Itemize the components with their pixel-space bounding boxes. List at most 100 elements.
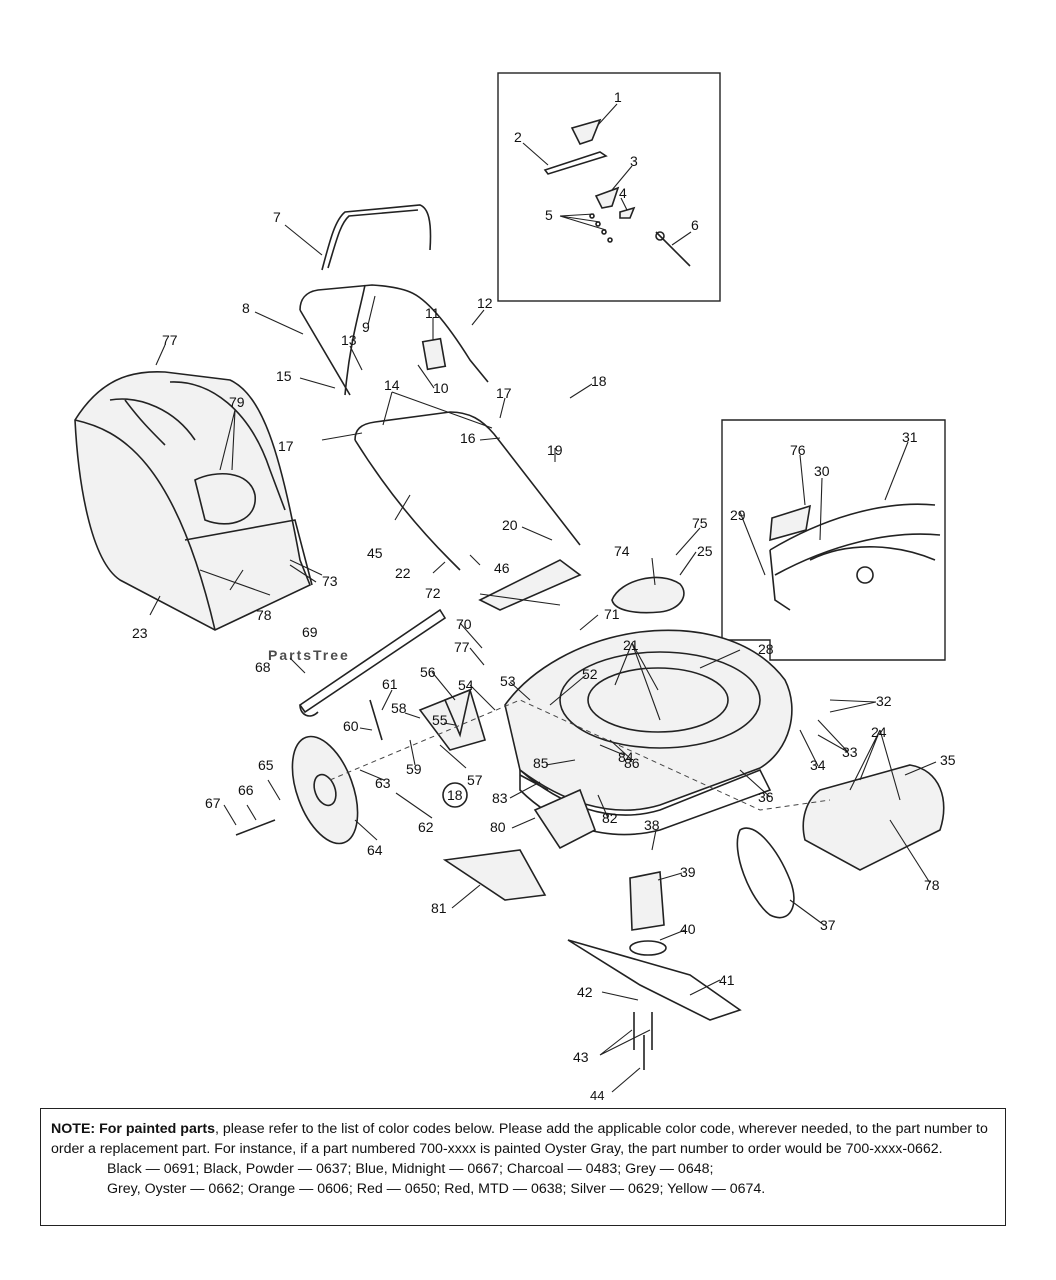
callout-72: 72: [425, 585, 441, 601]
callout-36: 36: [758, 789, 774, 805]
callout-62: 62: [418, 819, 434, 835]
callout-77b: 77: [454, 639, 470, 655]
callout-37: 37: [820, 917, 836, 933]
exploded-parts-diagram: PartsTree: [74, 72, 956, 1100]
callout-40: 40: [680, 921, 696, 937]
callout-63: 63: [375, 775, 391, 791]
inset-box-top: [497, 72, 721, 302]
callout-labels: 1 2 3 4 5 6 7 8 9 10 11 12 13 14 15 16 1…: [132, 89, 956, 1100]
callout-83: 83: [492, 790, 508, 806]
callout-29: 29: [730, 507, 746, 523]
callout-57: 57: [467, 772, 483, 788]
note-bold-phrase: For painted parts: [99, 1121, 215, 1137]
callout-76: 76: [790, 442, 806, 458]
grass-bag: [74, 370, 313, 631]
color-codes-line-1: Black — 0691; Black, Powder — 0637; Blue…: [107, 1161, 714, 1177]
axle-line: [329, 699, 831, 811]
callout-59: 59: [406, 761, 422, 777]
callout-11: 11: [425, 305, 440, 321]
callout-58: 58: [391, 700, 407, 716]
callout-21: 21: [623, 637, 639, 653]
callout-80: 80: [490, 819, 506, 835]
callout-18: 18: [591, 373, 607, 389]
callout-6: 6: [691, 217, 699, 233]
mower-deck: [504, 576, 793, 836]
callout-33: 33: [842, 744, 858, 760]
callout-38: 38: [644, 817, 660, 833]
callout-12: 12: [477, 295, 493, 311]
callout-20: 20: [502, 517, 518, 533]
callout-73: 73: [322, 573, 338, 589]
callout-77a: 77: [162, 332, 178, 348]
callout-67: 67: [205, 795, 221, 811]
callout-34: 34: [810, 757, 826, 773]
callout-78a: 78: [256, 607, 272, 623]
callout-22: 22: [395, 565, 411, 581]
callout-30: 30: [814, 463, 830, 479]
callout-53: 53: [500, 673, 516, 689]
callout-18-circle: [442, 782, 468, 808]
callout-42: 42: [577, 984, 593, 1000]
callout-55: 55: [432, 712, 448, 728]
callout-35: 35: [940, 752, 956, 768]
callout-41: 41: [719, 972, 735, 988]
callout-66: 66: [238, 782, 254, 798]
callout-81: 81: [431, 900, 447, 916]
inset-parts-top: [543, 118, 691, 267]
callout-61: 61: [382, 676, 398, 692]
callout-60: 60: [343, 718, 359, 734]
callout-25: 25: [697, 543, 713, 559]
callout-65: 65: [258, 757, 274, 773]
painted-parts-note: NOTE: For painted parts, please refer to…: [40, 1108, 1006, 1226]
watermark: PartsTree: [268, 647, 350, 663]
callout-31: 31: [902, 429, 918, 445]
callout-32: 32: [876, 693, 892, 709]
callout-28: 28: [758, 641, 774, 657]
callout-68: 68: [255, 659, 271, 675]
callout-7: 7: [273, 209, 281, 225]
callout-56: 56: [420, 664, 436, 680]
callout-54: 54: [458, 677, 474, 693]
callout-8: 8: [242, 300, 250, 316]
callout-75: 75: [692, 515, 708, 531]
callout-43: 43: [573, 1049, 589, 1065]
callout-15: 15: [276, 368, 292, 384]
callout-44: 44: [590, 1088, 604, 1100]
callout-82: 82: [602, 810, 618, 826]
callout-18-circled: 18: [447, 787, 463, 803]
callout-19: 19: [547, 442, 563, 458]
callout-2: 2: [514, 129, 522, 145]
leader-lines: [149, 103, 937, 1093]
callout-23: 23: [132, 625, 148, 641]
callout-14: 14: [384, 377, 400, 393]
callout-74: 74: [614, 543, 630, 559]
inset-parts-right: [769, 503, 941, 611]
callout-69: 69: [302, 624, 318, 640]
callout-85: 85: [533, 755, 549, 771]
note-lead: NOTE:: [51, 1121, 96, 1137]
note-text: , please refer to the list of color code…: [51, 1121, 988, 1157]
callout-70: 70: [456, 616, 472, 632]
note-paragraph: NOTE: For painted parts, please refer to…: [51, 1119, 995, 1159]
callout-13: 13: [341, 332, 357, 348]
callout-71: 71: [604, 606, 620, 622]
callout-9: 9: [362, 319, 370, 335]
callout-64: 64: [367, 842, 383, 858]
callout-39: 39: [680, 864, 696, 880]
callout-16: 16: [460, 430, 476, 446]
callout-3: 3: [630, 153, 638, 169]
callout-17b: 17: [278, 438, 294, 454]
callout-46: 46: [494, 560, 510, 576]
callout-79: 79: [229, 394, 245, 410]
callout-17a: 17: [496, 385, 512, 401]
inset-box-right: [721, 419, 946, 661]
color-codes-line-2: Grey, Oyster — 0662; Orange — 0606; Red …: [107, 1181, 766, 1197]
callout-24: 24: [871, 724, 887, 740]
callout-5: 5: [545, 207, 553, 223]
callout-4: 4: [619, 185, 627, 201]
callout-78b: 78: [924, 877, 940, 893]
callout-10: 10: [433, 380, 449, 396]
callout-1: 1: [614, 89, 622, 105]
callout-52: 52: [582, 666, 598, 682]
callout-84: 84: [618, 749, 634, 765]
